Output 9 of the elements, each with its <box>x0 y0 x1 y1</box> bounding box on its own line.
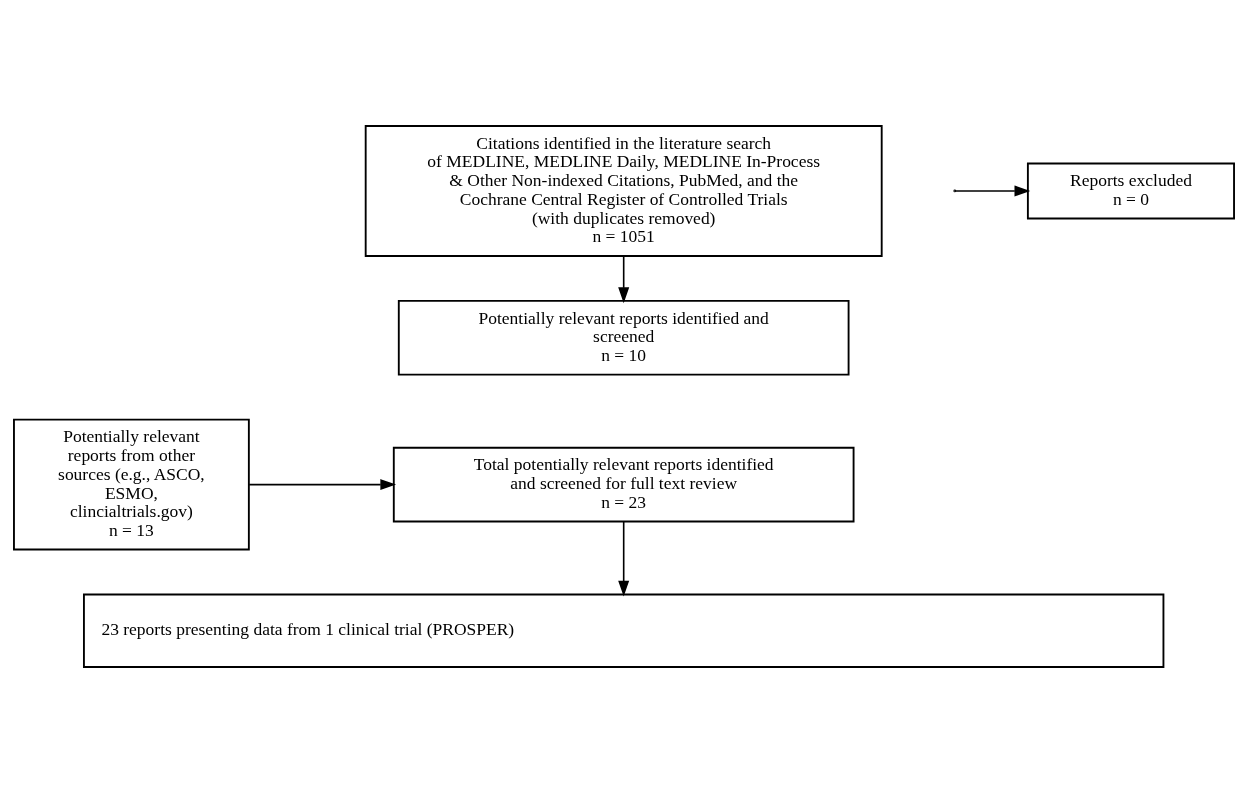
arrow <box>618 255 630 303</box>
node-box: Potentially relevant reports identified and screened n = 10 <box>397 299 850 376</box>
arrow <box>618 520 630 597</box>
node-box: Reports excluded n = 0 <box>1026 162 1235 219</box>
arrow <box>248 478 397 490</box>
node-box: Citations identified in the literature search of MEDLINE, MEDLINE Daily, MEDLINE In-Process & Other Non-indexed Citations, PubMed, and the Cochrane Central Register of Controlled Trials (with duplicates removed) n = 1051 <box>364 124 883 257</box>
node-box: Total potentially relevant reports identified and screened for full text review n = 23 <box>392 446 855 522</box>
node-box: 23 reports presenting data from 1 clinical trial (PROSPER) <box>83 593 1165 668</box>
node-box: Potentially relevant reports from other sources (e.g., ASCO, ESMO, clincialtrials.gov) n = 13 <box>13 418 250 550</box>
